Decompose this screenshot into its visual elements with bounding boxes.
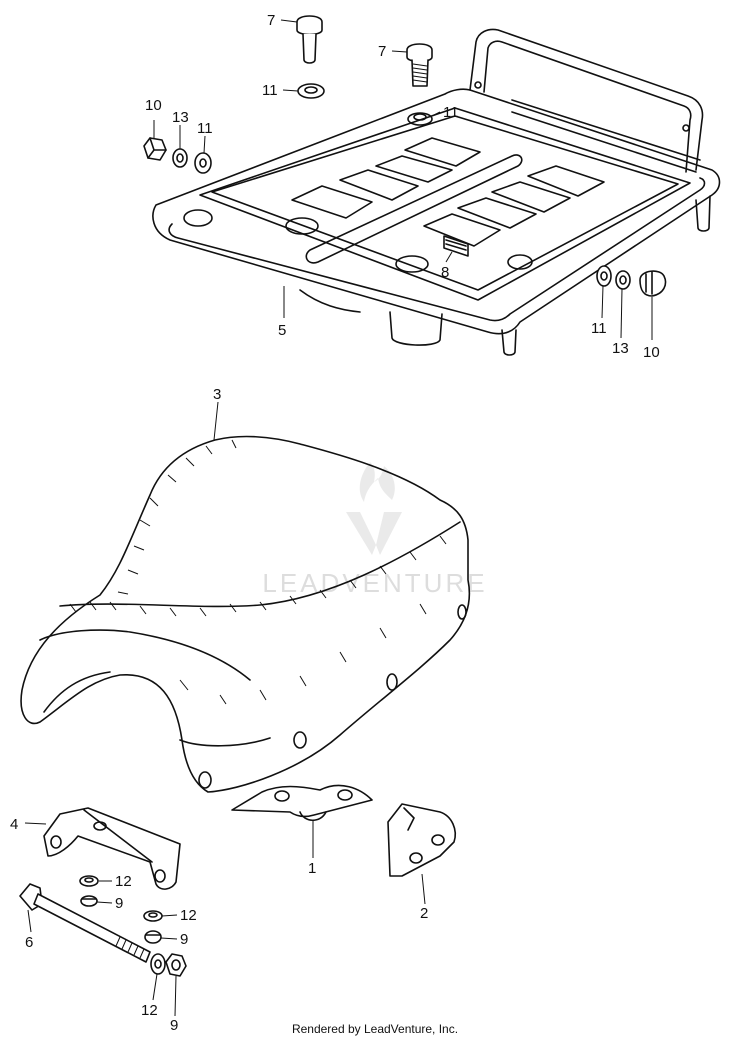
leader-lines [24, 19, 653, 1017]
lockwasher-13-right [615, 270, 631, 290]
bolt-6 [19, 883, 151, 963]
callout-13-right: 13 [612, 340, 629, 357]
washer-11-right [596, 265, 612, 287]
washer-11-top [297, 83, 325, 99]
watermark-text: LEADVENTURE [262, 568, 487, 598]
bracket-4 [43, 807, 181, 890]
callout-labels: 7 7 11 11 10 13 11 5 8 11 13 10 3 4 1 2 … [10, 12, 660, 1034]
footer-credit: Rendered by LeadVenture, Inc. [291, 1022, 459, 1036]
washer-12-lower [150, 953, 166, 975]
callout-7-right: 7 [378, 43, 386, 60]
lockwasher-13-left [172, 148, 188, 168]
callout-9-upper: 9 [115, 895, 123, 912]
callout-2: 2 [420, 905, 428, 922]
washer-12-middle [143, 910, 163, 922]
callout-9-middle: 9 [180, 931, 188, 948]
acorn-nut-10-right [639, 270, 667, 297]
seat [20, 435, 471, 793]
callout-11-rack: 11 [443, 104, 459, 121]
callout-13-left: 13 [172, 109, 189, 126]
callout-10-left: 10 [145, 97, 162, 114]
washer-12-upper [79, 875, 99, 887]
callout-4: 4 [10, 816, 18, 833]
watermark-logo: LEADVENTURE [262, 462, 487, 598]
callout-1: 1 [308, 860, 316, 877]
nut-9-upper [80, 895, 98, 907]
washer-11-left [194, 152, 212, 174]
rack-assembly [152, 28, 721, 356]
bracket-2 [387, 803, 456, 877]
callout-7-left: 7 [267, 12, 275, 29]
bolt-7-left [296, 15, 323, 64]
nut-9-middle [144, 930, 162, 944]
callout-11-top: 11 [262, 82, 278, 99]
callout-6: 6 [25, 934, 33, 951]
callout-5: 5 [278, 322, 286, 339]
nut-10-left [143, 137, 167, 161]
callout-9-lower: 9 [170, 1017, 178, 1034]
callout-10-right: 10 [643, 344, 660, 361]
nut-9-lower [165, 953, 187, 977]
callout-3: 3 [213, 386, 221, 403]
callout-8: 8 [441, 264, 449, 281]
bolt-7-right [406, 43, 433, 87]
bracket-1 [231, 784, 373, 822]
callout-11-left: 11 [197, 120, 213, 137]
callout-11-right: 11 [591, 320, 607, 337]
callout-12-lower: 12 [141, 1002, 158, 1019]
callout-12-upper: 12 [115, 873, 132, 890]
callout-12-middle: 12 [180, 907, 197, 924]
